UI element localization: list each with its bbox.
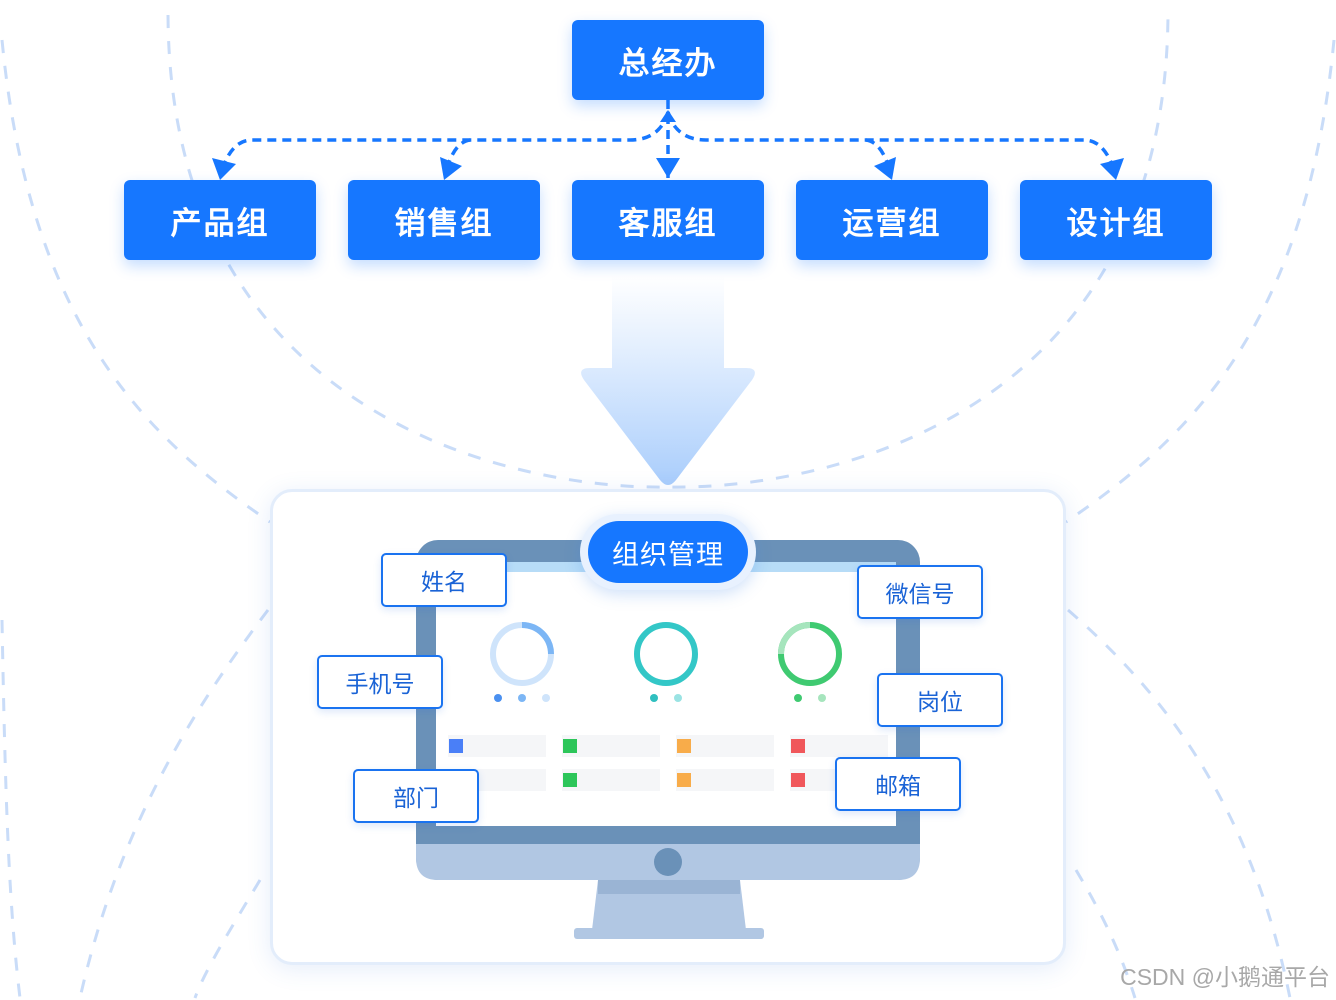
org-box-department: 设计组 [1020,180,1212,260]
org-box-department: 销售组 [348,180,540,260]
dashed-arcs [0,14,1336,999]
watermark: CSDN @小鹅通平台 [1120,964,1330,990]
org-box-top: 总经办 [572,20,764,100]
field-tag-wechat: 微信号 [857,565,983,619]
org-box-department: 客服组 [572,180,764,260]
connector-arrowheads [212,110,1124,180]
arc-left-outer [0,619,22,999]
arc-right-lower [1067,608,1292,999]
field-tag-email: 邮箱 [835,757,961,811]
arc-right [1065,39,1336,524]
field-tag-name: 姓名 [381,553,507,607]
field-tag-phone: 手机号 [317,655,443,709]
arc-left-lower [78,609,270,999]
arc-left-bottom [193,879,262,999]
org-management-title: 组织管理 [588,521,748,583]
org-box-department: 产品组 [124,180,316,260]
arc-upper [166,14,1170,489]
arc-left [0,39,271,524]
org-box-department: 运营组 [796,180,988,260]
field-tag-position: 岗位 [877,673,1003,727]
down-arrow [581,276,755,485]
org-management-badge: 组织管理 [580,514,756,590]
field-tag-department: 部门 [353,769,479,823]
